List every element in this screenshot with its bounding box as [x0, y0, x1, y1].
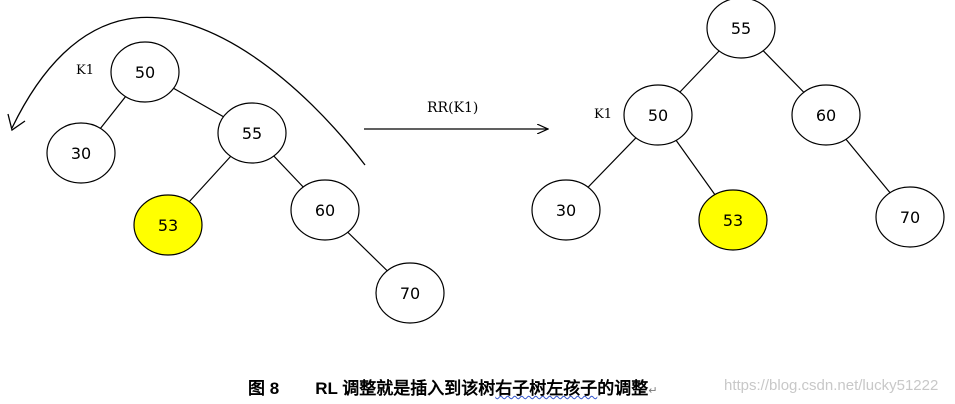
left-tree-node-label: 50: [135, 63, 155, 82]
left-tree-node-circle: [133, 194, 203, 256]
right-tree-node-label: 60: [816, 106, 836, 125]
left-tree-node-50: 50: [110, 41, 180, 103]
right-k1-label: K1: [594, 107, 612, 122]
right-tree-node-55: 55: [706, 0, 776, 59]
right-tree-node-label: 50: [648, 106, 668, 125]
right-tree-node-60: 60: [791, 84, 861, 146]
right-tree-node-53: 53: [698, 189, 768, 251]
left-tree-node-circle: [217, 102, 287, 164]
left-tree-node-label: 60: [315, 201, 335, 220]
right-tree-node-30: 30: [531, 179, 601, 241]
right-tree-node-70: 70: [875, 186, 945, 248]
transform-label: RR(K1): [427, 100, 478, 116]
left-tree-node-60: 60: [290, 179, 360, 241]
right-tree-node-label: 55: [731, 19, 751, 38]
right-tree-node-circle: [698, 189, 768, 251]
left-tree-node-30: 30: [46, 122, 116, 184]
left-tree-node-circle: [290, 179, 360, 241]
left-tree-node-55: 55: [217, 102, 287, 164]
right-tree-node-circle: [875, 186, 945, 248]
left-tree-node-label: 30: [71, 144, 91, 163]
figure-caption: 图 8 RL 调整就是插入到该树右子树左孩子的调整↵: [248, 374, 657, 398]
left-tree-node-label: 55: [242, 124, 262, 143]
figure-number: 图 8: [248, 379, 280, 398]
right-tree-node-50: 50: [623, 84, 693, 146]
right-tree-node-label: 53: [723, 211, 743, 230]
left-tree-nodes: 50 30 55 53 60 70: [46, 41, 445, 324]
right-tree-node-circle: [531, 179, 601, 241]
left-tree-node-53: 53: [133, 194, 203, 256]
right-tree-node-circle: [623, 84, 693, 146]
caption-text: RL 调整就是插入到该树: [315, 379, 496, 398]
caption-underlined-text: 右子树左孩子: [495, 379, 598, 398]
rotation-arrowhead: [7, 113, 26, 132]
left-tree-node-label: 53: [158, 216, 178, 235]
left-tree-node-70: 70: [375, 262, 445, 324]
right-tree-node-circle: [706, 0, 776, 59]
watermark: https://blog.csdn.net/lucky51222: [724, 377, 939, 394]
left-tree-node-circle: [110, 41, 180, 103]
right-tree-nodes: 55 50 60 30 53 70: [531, 0, 945, 251]
left-tree-node-circle: [46, 122, 116, 184]
right-tree-node-circle: [791, 84, 861, 146]
right-tree-node-label: 30: [556, 201, 576, 220]
right-tree-node-label: 70: [900, 208, 920, 227]
rotation-arrow: [11, 16, 366, 166]
left-tree-node-circle: [375, 262, 445, 324]
left-k1-label: K1: [76, 63, 94, 78]
return-mark: ↵: [648, 384, 658, 397]
caption-text-end: 的调整: [597, 379, 649, 398]
left-tree-node-label: 70: [400, 284, 420, 303]
